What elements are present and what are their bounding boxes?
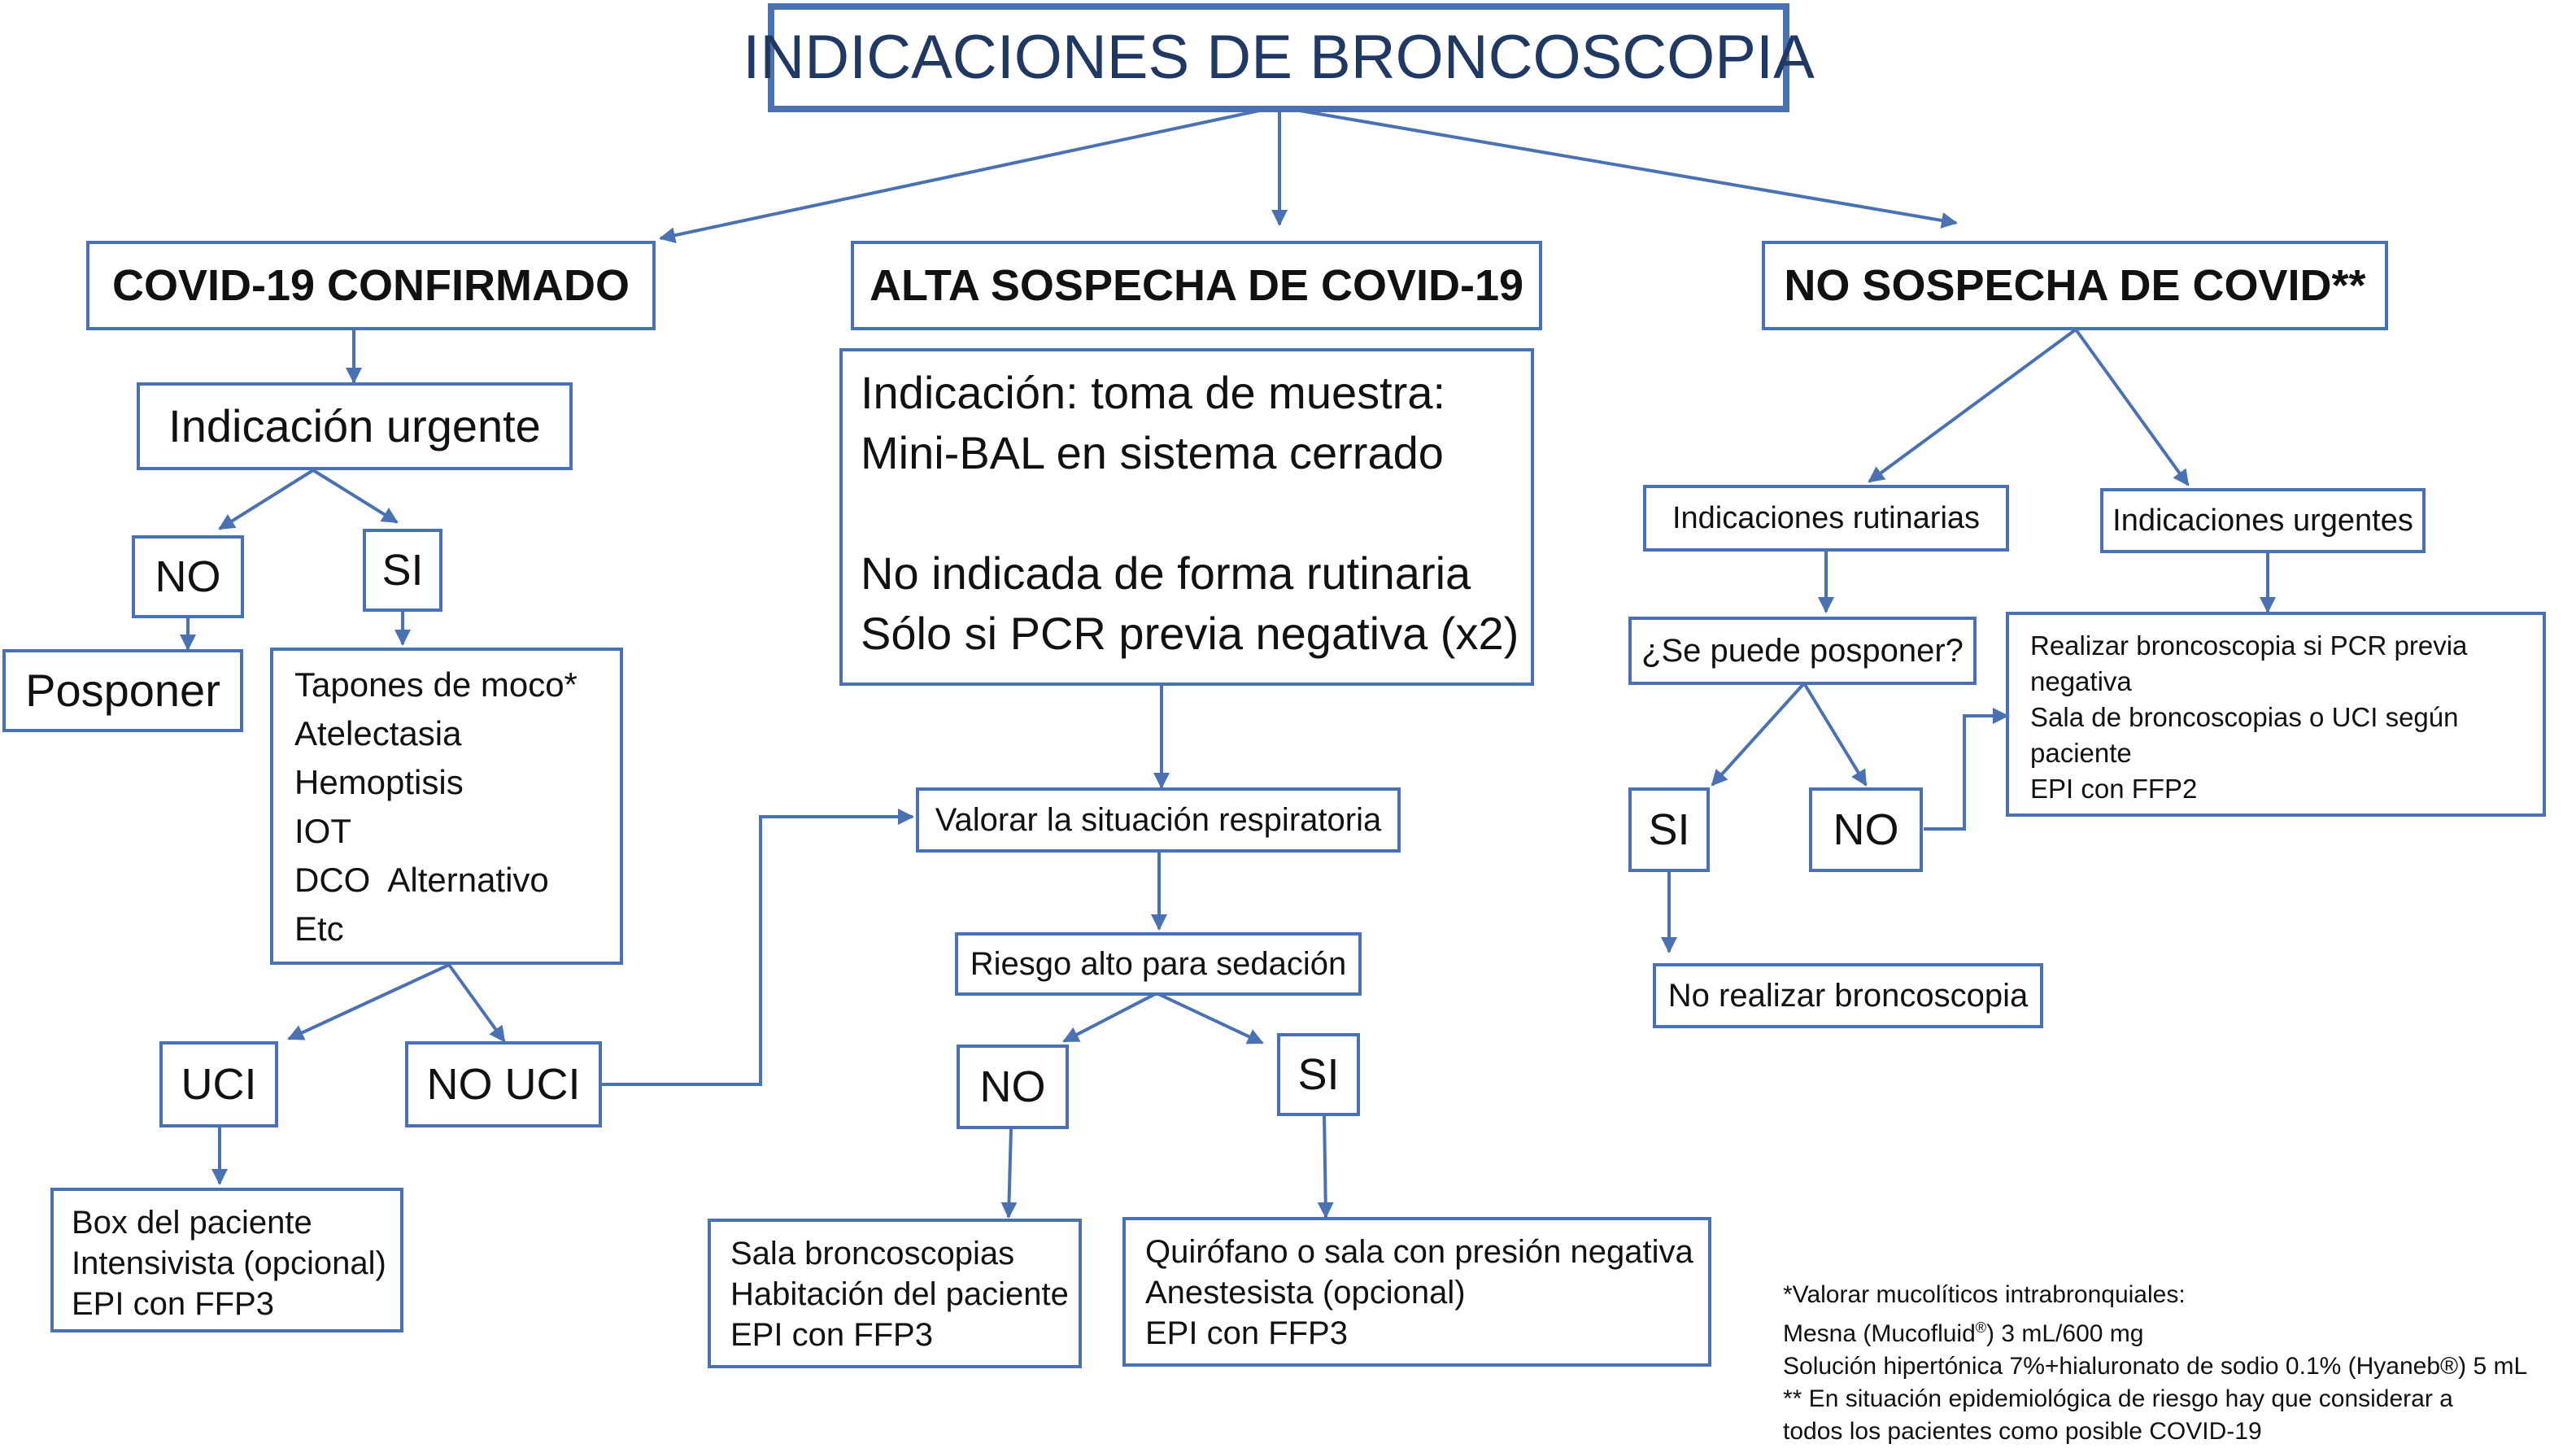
- footnote-line: ** En situación epidemiológica de riesgo…: [1783, 1385, 2453, 1412]
- lista-item: DCO Alternativo: [294, 861, 549, 899]
- covid-confirmado-header: COVID-19 CONFIRMADO: [86, 241, 656, 330]
- alta-sospecha-header-label: ALTA SOSPECHA DE COVID-19: [869, 261, 1524, 310]
- sospecha-si-line: EPI con FFP3: [1145, 1315, 1348, 1351]
- no-uci-label: NO UCI: [426, 1060, 581, 1109]
- no-realizar-box: No realizar broncoscopia: [1653, 963, 2043, 1028]
- page-title: INDICACIONES DE BRONCOSCOPIA: [743, 23, 1815, 92]
- confirmado-si-label: SI: [381, 546, 424, 595]
- edge-nouci-valorar: [602, 809, 914, 1086]
- se-puede-posponer-box: ¿Se puede posponer?: [1628, 617, 1977, 685]
- lista-item: Tapones de moco*: [294, 665, 578, 704]
- uci-box: UCI: [159, 1041, 278, 1127]
- sospecha-no-line: Sala broncoscopias: [730, 1236, 1015, 1271]
- valorar-label: Valorar la situación respiratoria: [935, 802, 1382, 838]
- footnotes: *Valorar mucolíticos intrabronquiales: M…: [1783, 1279, 2572, 1448]
- indicacion-urgente-box: Indicación urgente: [137, 382, 573, 470]
- rutinarias-label: Indicaciones rutinarias: [1672, 501, 1981, 535]
- alta-sospecha-indicacion-box: Indicación: toma de muestra: Mini-BAL en…: [839, 348, 1534, 686]
- indicaciones-lista-box: Tapones de moco* Atelectasia Hemoptisis …: [270, 648, 623, 965]
- lista-item: Etc: [294, 909, 344, 948]
- edge-lista-nouci: [447, 963, 506, 1043]
- uci-detalle-box: Box del paciente Intensivista (opcional)…: [50, 1188, 403, 1332]
- lista-item: Atelectasia: [294, 714, 462, 752]
- urgentes-box: Indicaciones urgentes: [2100, 488, 2426, 553]
- posponer-box: Posponer: [2, 649, 243, 732]
- edge-no-boxno: [1000, 1127, 1018, 1219]
- edge-lista-uci: [287, 963, 450, 1040]
- no-sospecha-si-label: SI: [1648, 805, 1690, 854]
- edge-nosospecha-urgentes: [2074, 328, 2190, 486]
- sospecha-line: No indicada de forma rutinaria: [861, 547, 1471, 599]
- no-sospecha-no-label: NO: [1833, 805, 1899, 854]
- edge-indicacion-no: [218, 469, 315, 530]
- sospecha-si-label: SI: [1297, 1050, 1340, 1099]
- edge-riesgo-no: [1062, 992, 1157, 1043]
- alta-sospecha-header: ALTA SOSPECHA DE COVID-19: [851, 241, 1542, 330]
- confirmado-no-label: NO: [155, 552, 221, 601]
- sospecha-no-detalle-box: Sala broncoscopias Habitación del pacien…: [708, 1219, 1082, 1368]
- valorar-box: Valorar la situación respiratoria: [916, 787, 1401, 853]
- uci-detalle-line: EPI con FFP3: [72, 1286, 274, 1322]
- edge-indicacion-si: [312, 469, 399, 524]
- sospecha-line: Mini-BAL en sistema cerrado: [861, 427, 1444, 478]
- edge-posponer-si: [1711, 682, 1806, 787]
- footnote-registered: ®: [1975, 1319, 1987, 1336]
- covid-confirmado-header-label: COVID-19 CONFIRMADO: [111, 261, 630, 310]
- urgentes-line: negativa: [2030, 666, 2132, 696]
- lista-item: Hemoptisis: [294, 763, 464, 801]
- sospecha-si-line: Anestesista (opcional): [1145, 1275, 1466, 1311]
- sospecha-si-detalle-box: Quirófano o sala con presión negativa An…: [1122, 1217, 1711, 1367]
- sospecha-line: Sólo si PCR previa negativa (x2): [861, 608, 1519, 659]
- sospecha-si-line: Quirófano o sala con presión negativa: [1145, 1234, 1693, 1270]
- sospecha-no-label: NO: [979, 1062, 1046, 1111]
- sospecha-no-line: EPI con FFP3: [730, 1317, 933, 1353]
- se-puede-posponer-label: ¿Se puede posponer?: [1641, 633, 1964, 669]
- edge-title-confirmado: [659, 109, 1260, 244]
- urgentes-line: Realizar broncoscopia si PCR previa: [2030, 630, 2468, 661]
- sospecha-no-line: Habitación del paciente: [730, 1276, 1069, 1312]
- confirmado-si-box: SI: [363, 529, 442, 612]
- uci-label: UCI: [181, 1060, 257, 1109]
- title-box: INDICACIONES DE BRONCOSCOPIA: [743, 3, 1815, 112]
- rutinarias-box: Indicaciones rutinarias: [1643, 485, 2009, 552]
- sospecha-line: Indicación: toma de muestra:: [861, 367, 1446, 418]
- edge-si-boxsi: [1317, 1114, 1334, 1219]
- urgentes-detalle-box: Realizar broncoscopia si PCR previa nega…: [2006, 612, 2546, 817]
- footnote-line: Mesna (Mucofluid®) 3 mL/600 mg: [1783, 1311, 2572, 1350]
- footnote-mesna-dose: ) 3 mL/600 mg: [1986, 1320, 2144, 1347]
- urgentes-line: Sala de broncoscopias o UCI según: [2030, 702, 2459, 732]
- footnote-line: Solución hipertónica 7%+hialuronato de s…: [1783, 1353, 2528, 1380]
- edge-no-boxurgentes: [1924, 708, 2009, 831]
- indicacion-urgente-label: Indicación urgente: [168, 400, 541, 451]
- no-sospecha-header: NO SOSPECHA DE COVID**: [1762, 241, 2388, 330]
- sospecha-no-box: NO: [957, 1045, 1069, 1129]
- posponer-label: Posponer: [25, 665, 220, 716]
- footnote-line: todos los pacientes como posible COVID-1…: [1783, 1418, 2262, 1445]
- urgentes-line: paciente: [2030, 738, 2132, 768]
- riesgo-label: Riesgo alto para sedación: [970, 946, 1347, 982]
- footnote-mesna: Mesna (Mucofluid: [1783, 1320, 1976, 1347]
- sospecha-si-box: SI: [1277, 1033, 1360, 1116]
- confirmado-no-box: NO: [132, 535, 244, 618]
- no-sospecha-si-box: SI: [1628, 787, 1710, 872]
- edge-title-nosospecha: [1299, 109, 1958, 229]
- urgentes-line: EPI con FFP2: [2030, 774, 2198, 804]
- no-realizar-label: No realizar broncoscopia: [1667, 978, 2029, 1014]
- uci-detalle-line: Intensivista (opcional): [72, 1245, 386, 1281]
- sospecha-line: [861, 483, 1531, 543]
- no-uci-box: NO UCI: [405, 1041, 602, 1127]
- no-sospecha-header-label: NO SOSPECHA DE COVID**: [1784, 261, 2366, 310]
- no-sospecha-no-box: NO: [1809, 787, 1923, 872]
- urgentes-label: Indicaciones urgentes: [2112, 504, 2413, 538]
- edge-posponer-no: [1802, 682, 1868, 787]
- footnote-line: *Valorar mucolíticos intrabronquiales:: [1783, 1281, 2186, 1308]
- riesgo-box: Riesgo alto para sedación: [955, 932, 1362, 996]
- uci-detalle-line: Box del paciente: [72, 1205, 312, 1241]
- edge-riesgo-si: [1156, 992, 1264, 1045]
- edge-nosospecha-rutinarias: [1868, 328, 2077, 483]
- lista-item: IOT: [294, 812, 351, 850]
